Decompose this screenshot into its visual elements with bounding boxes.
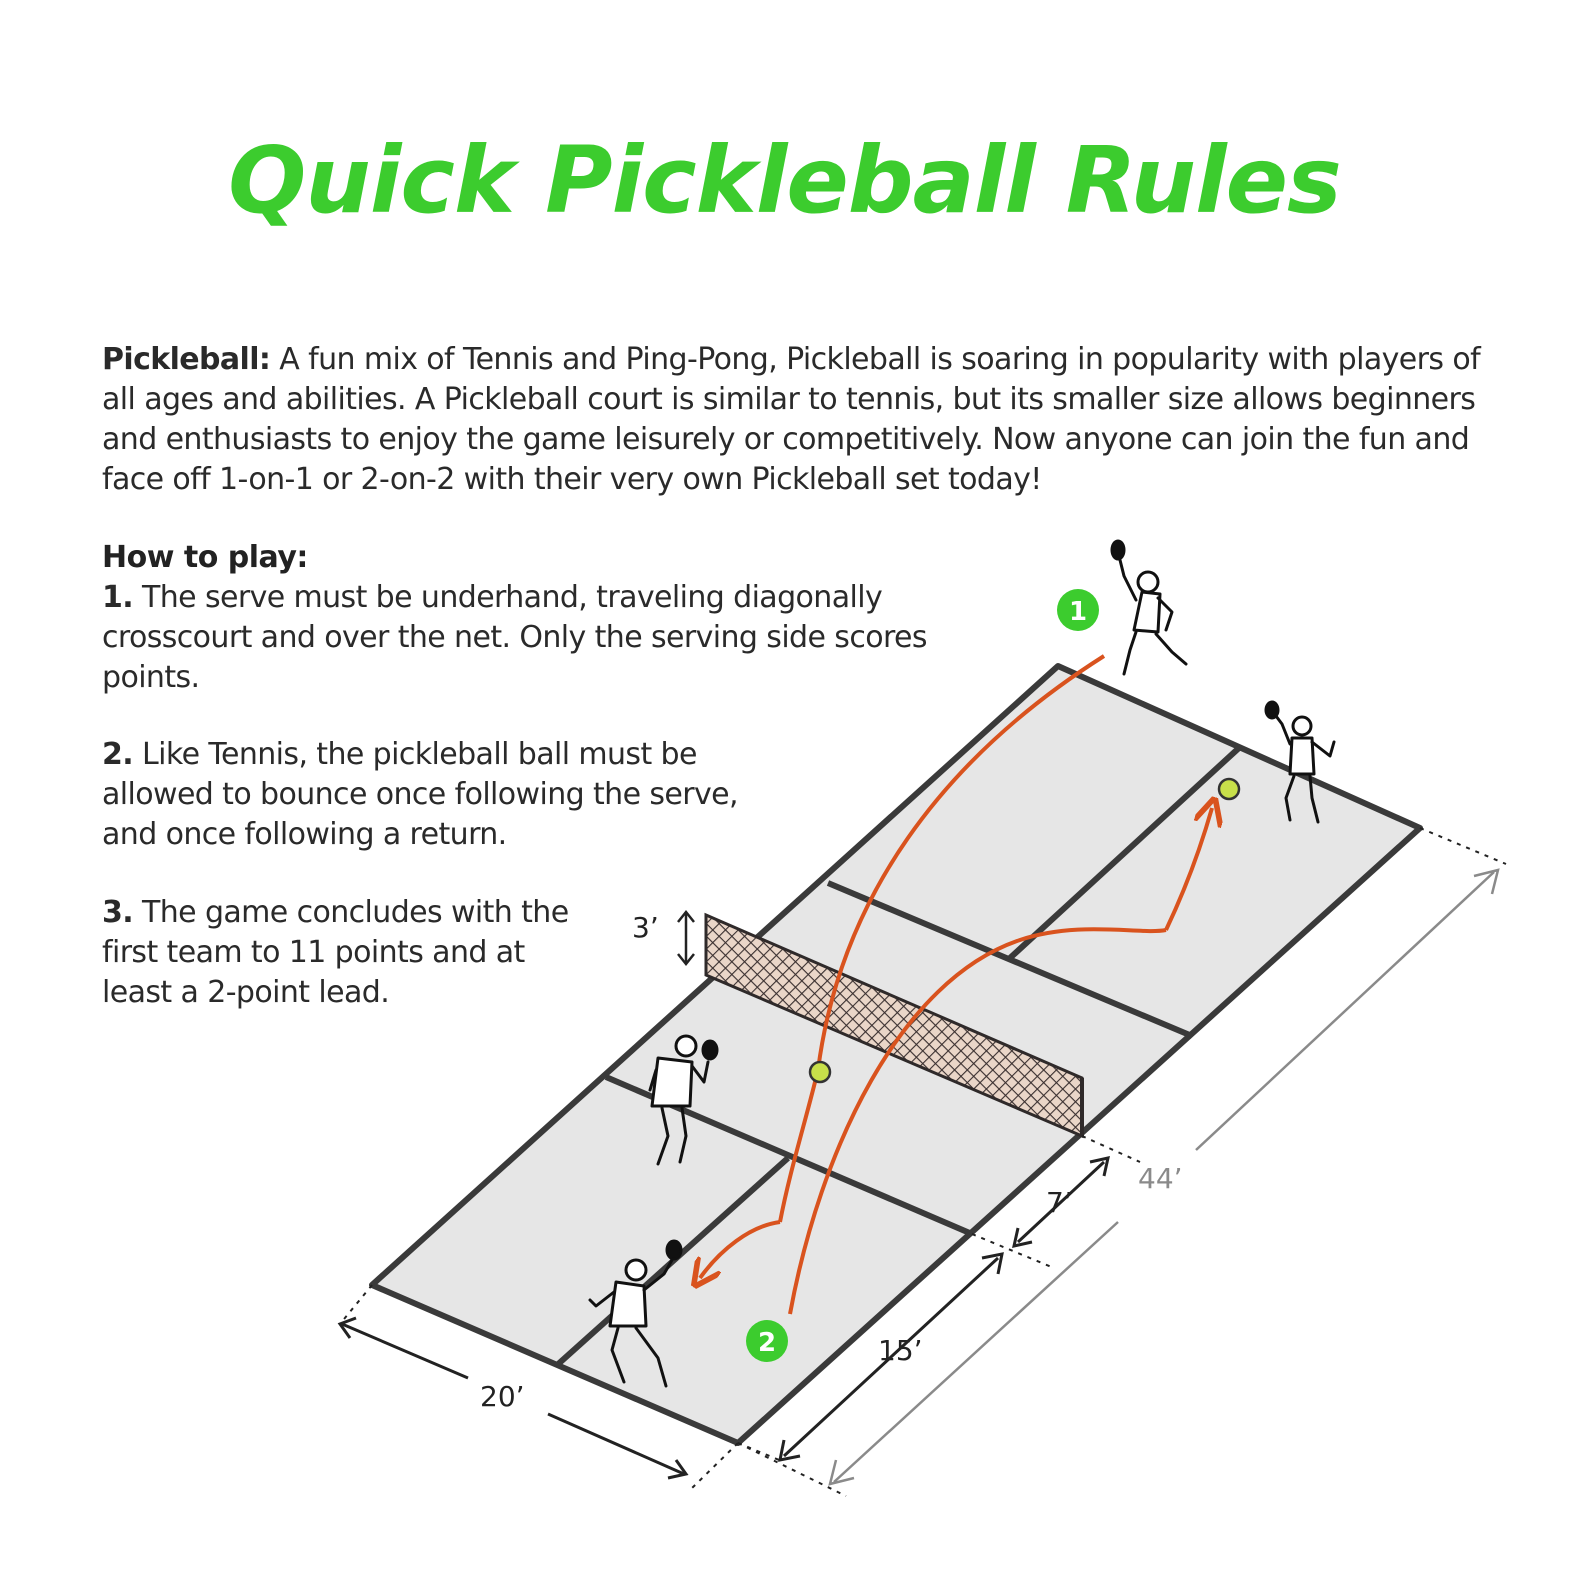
- far-centre-line: [1007, 744, 1243, 961]
- rule-1-number: 1.: [102, 580, 134, 615]
- rule-2-text: Like Tennis, the pickleball ball must be…: [102, 737, 739, 852]
- rule-2: 2. Like Tennis, the pickleball ball must…: [102, 735, 742, 855]
- rule-1: 1. The serve must be underhand, travelin…: [102, 578, 932, 698]
- badge-1: 1: [1057, 589, 1099, 631]
- rule-3-text: The game concludes with the first team t…: [102, 895, 569, 1010]
- ball-mid-court: [808, 1060, 832, 1084]
- return-trajectory: [788, 927, 1167, 1315]
- rule-2-number: 2.: [102, 737, 134, 772]
- rule-3: 3. The game concludes with the first tea…: [102, 893, 572, 1013]
- rule-1-text: The serve must be underhand, traveling d…: [102, 580, 928, 695]
- badge-2: 2: [746, 1320, 788, 1362]
- badge-1-label: 1: [1069, 597, 1087, 627]
- kitchen-depth-dimension: 7’: [971, 1135, 1141, 1269]
- ball-trajectories: [700, 654, 1212, 1315]
- player-near-partner: [648, 1034, 719, 1166]
- net-height-dimension: 3’: [632, 909, 695, 967]
- player-far-partner: [1264, 700, 1336, 824]
- court-width-label: 20’: [480, 1380, 525, 1413]
- court-length-label: 44’: [1138, 1162, 1183, 1195]
- badge-2-label: 2: [758, 1328, 776, 1358]
- net-height-label: 3’: [632, 911, 659, 944]
- serve-bounce-trajectory: [700, 1220, 781, 1278]
- intro-text: A fun mix of Tennis and Ping-Pong, Pickl…: [102, 342, 1481, 497]
- player-far-server: [1110, 539, 1188, 676]
- far-kitchen-line: [826, 880, 1194, 1039]
- court-width-dimension: 20’: [337, 1284, 739, 1491]
- ball-far-court: [1217, 777, 1241, 801]
- kitchen-depth-label: 7’: [1046, 1186, 1073, 1219]
- court-length-dimension: 44’: [737, 827, 1507, 1497]
- serve-trajectory: [778, 654, 1106, 1223]
- intro-paragraph: Pickleball: A fun mix of Tennis and Ping…: [102, 340, 1522, 500]
- service-depth-label: 15’: [878, 1334, 923, 1367]
- page-title: Quick Pickleball Rules: [228, 127, 1342, 234]
- how-to-play-heading: How to play:: [102, 540, 308, 575]
- return-bounce-trajectory: [1164, 808, 1212, 931]
- rule-3-number: 3.: [102, 895, 134, 930]
- intro-term: Pickleball:: [102, 342, 271, 377]
- service-depth-dimension: 15’: [737, 1252, 1004, 1463]
- player-near-server: [588, 1239, 683, 1388]
